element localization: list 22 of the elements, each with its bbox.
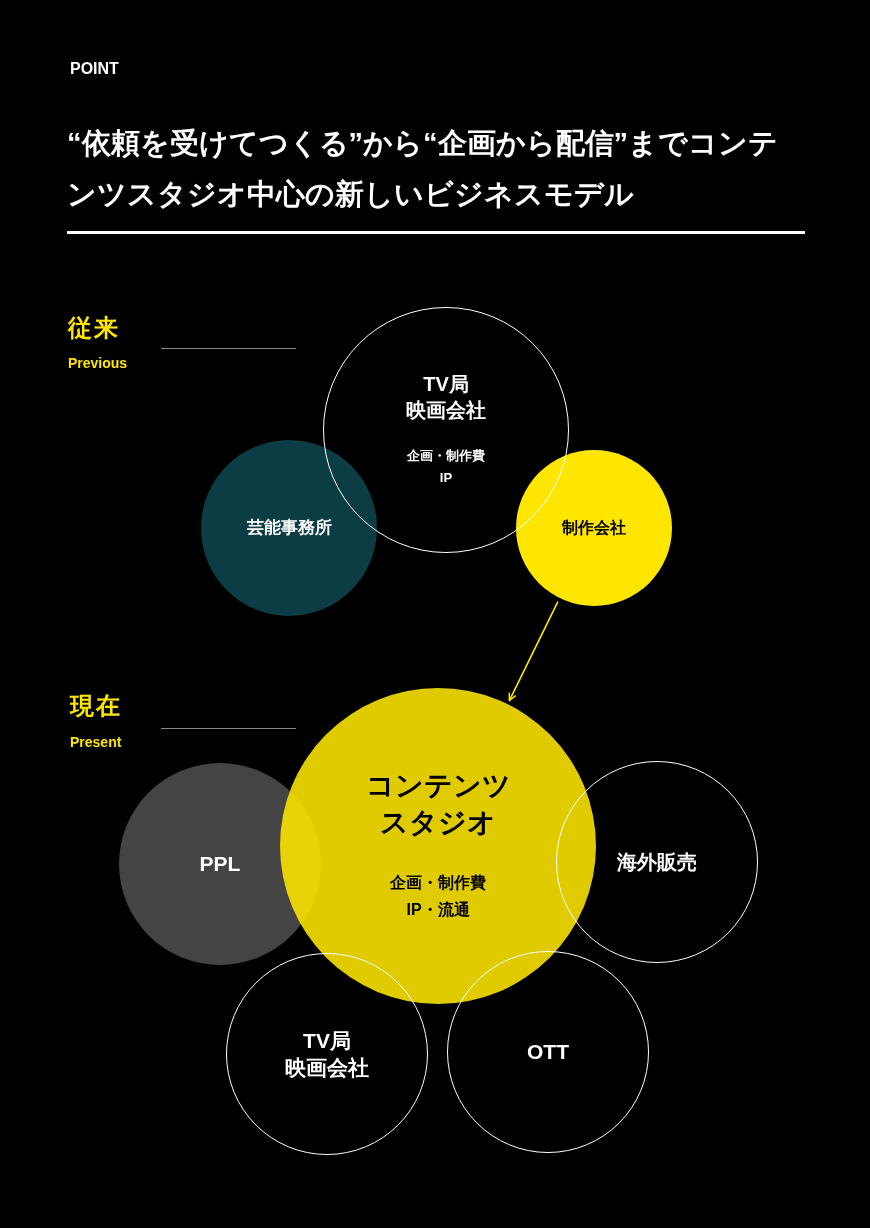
circle-note: IP <box>439 469 453 487</box>
circle-label: コンテンツ <box>365 769 511 804</box>
circle-label: PPL <box>199 851 241 878</box>
circle-label: TV局 <box>423 371 469 397</box>
section-subheading: Previous <box>68 355 128 371</box>
circle-note: 企画・制作費 <box>407 446 485 465</box>
section-subheading: Present <box>70 734 122 750</box>
circle-label: OTT <box>527 1039 569 1066</box>
circle-label: 映画会社 <box>406 397 486 423</box>
section-heading: 現在 <box>70 691 122 721</box>
circle-label: TV局 <box>303 1027 351 1054</box>
section-heading: 従来 <box>68 313 120 343</box>
arrow <box>508 600 559 702</box>
circle-note: IP・流通 <box>406 900 470 921</box>
section-label: POINT <box>70 60 119 78</box>
circle-label: 海外販売 <box>617 850 697 875</box>
circle-label: スタジオ <box>380 805 496 840</box>
circle-label: 芸能事務所 <box>246 516 332 539</box>
circle-label: 制作会社 <box>562 517 626 538</box>
circle-note: 企画・制作費 <box>390 873 486 894</box>
title: “依頼を受けてつくる”から“企画から配信”までコンテンツスタジオ中心の新しいビジネスモデル <box>67 126 779 212</box>
circle-label: 映画会社 <box>285 1055 369 1081</box>
